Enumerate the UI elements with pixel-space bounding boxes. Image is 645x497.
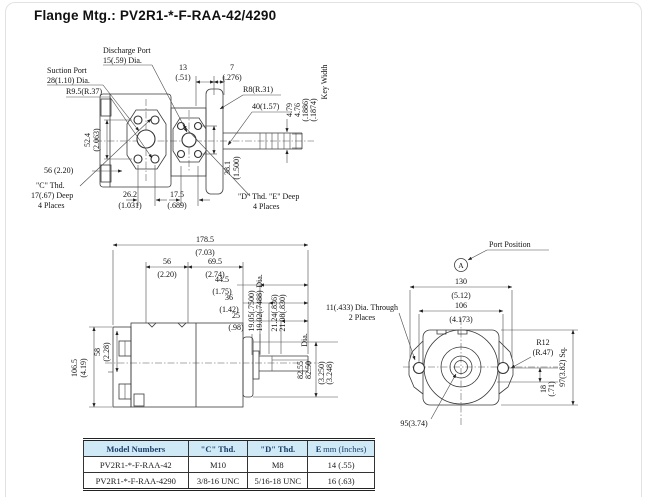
dim-36-in: (1.42)	[219, 305, 239, 314]
port-position-symbol: A	[458, 261, 464, 270]
dim-13-in: (.51)	[175, 73, 191, 82]
key-width-label: Key Width	[320, 65, 329, 100]
dimension-drawing: Discharge Port 15(.59) Dia. Suction Port…	[31, 46, 578, 428]
dim-56-side-in: (2.20)	[157, 270, 177, 279]
page-title: Flange Mtg.: PV2R1-*-F-RAA-42/4290	[34, 8, 277, 23]
cell-c-thd: M10	[187, 456, 249, 473]
dim-58-in: (2.28)	[102, 342, 111, 362]
dim-106-mm: 106	[455, 301, 467, 310]
dim-58-mm: 58	[93, 348, 102, 356]
header-c-thd: "C" Thd.	[187, 439, 249, 457]
dim-26-2-in: (1.031)	[118, 201, 142, 210]
key-width-mm-1: 4.79	[285, 103, 294, 117]
dim-178-5-mm: 178.5	[196, 235, 214, 244]
radius-lug-in: (R.47)	[533, 348, 554, 357]
cell-e: 16 (.63)	[307, 472, 375, 490]
dim-18-in: (.71)	[547, 381, 556, 397]
c-thd-line3: 4 Places	[38, 201, 64, 210]
radius-flange-label: R8(R.31)	[243, 85, 273, 94]
cell-d-thd: M8	[247, 456, 309, 473]
dim-130-in: (5.12)	[451, 291, 471, 300]
key-height-2: 21.08(.830)	[278, 294, 287, 332]
cell-model: PV2R1-*-F-RAA-4290	[83, 472, 189, 490]
through-holes-line2: 2 Places	[349, 313, 375, 322]
front-view: Discharge Port 15(.59) Dia. Suction Port…	[31, 46, 329, 211]
dim-26-2-mm: 26.2	[123, 190, 137, 199]
discharge-port-label: Discharge Port	[103, 46, 151, 55]
c-thd-line1: "C" Thd.	[36, 181, 65, 190]
pilot-dia-2: 82.50	[304, 361, 313, 379]
dim-69-5-in: (2.74)	[205, 270, 225, 279]
dim-25-mm: 25	[232, 311, 240, 320]
dim-52-4-mm: 52.4	[83, 133, 92, 147]
dim-7-in: (.276)	[222, 73, 242, 82]
d-thd-line1: "D" Thd. "E" Deep	[238, 192, 299, 201]
header-e-mm-inches: E mm (Inches)	[307, 439, 375, 457]
suction-port-dia: 28(1.10) Dia.	[47, 76, 90, 85]
port-position-label: Port Position	[489, 240, 531, 249]
radius-lug-mm: R12	[536, 338, 549, 347]
cell-d-thd: 5/16-18 UNC	[247, 472, 309, 490]
dim-106-5-in: (4.19)	[79, 358, 88, 378]
suction-port-label: Suction Port	[47, 66, 88, 75]
thread-dimension-table: Model Numbers "C" Thd. "D" Thd. E mm (In…	[83, 438, 375, 491]
table-row: PV2R1-*-F-RAA-42 M10 M8 14 (.55)	[83, 456, 375, 473]
dim-40-label: 40(1.57)	[252, 102, 280, 111]
pilot-dia-in-1: (3.250)	[317, 361, 326, 385]
side-view: 178.5 (7.03) 56 (2.20) 69.5 (2.74) 44.5 …	[70, 235, 338, 408]
c-thd-line2: 17(.67) Deep	[31, 191, 73, 200]
radius-suction-label: R9.5(R.37)	[66, 87, 102, 96]
dim-130-mm: 130	[455, 277, 467, 286]
key-width-mm-2: 4.76	[293, 103, 302, 117]
d-thd-line2: 4 Places	[253, 202, 279, 211]
pilot-dia-1: 82.55	[296, 361, 305, 379]
dim-44-5-mm: 44.5	[215, 275, 229, 284]
dim-13-mm: 13	[179, 63, 187, 72]
key-width-in-2: (.1874)	[309, 98, 318, 122]
key-width-in-1: (.1886)	[301, 98, 310, 122]
pilot-dia-in-2: (3.248)	[325, 361, 334, 385]
dim-36-mm: 36	[225, 293, 233, 302]
dim-7-mm: 7	[230, 63, 234, 72]
header-e-letter: E	[315, 443, 322, 454]
shaft-dia-label: Dia.	[255, 274, 264, 288]
table-row: PV2R1-*-F-RAA-4290 3/8-16 UNC 5/16-18 UN…	[83, 472, 375, 490]
dim-52-4-in: (2.063)	[92, 128, 101, 152]
port-position-symbol-circle	[454, 258, 468, 272]
dim-178-5-in: (7.03)	[195, 248, 215, 257]
dim-106-in: (4.173)	[449, 315, 473, 324]
dim-18-mm: 18	[539, 385, 548, 393]
shaft-dia-1: 19.05(.7500)	[247, 290, 256, 332]
rear-view: A Port Position 130 (5.12) 106 (4.173) 1…	[326, 240, 578, 428]
key-height-1: 21.24(.836)	[270, 294, 279, 332]
dim-38-1-in: (1.500)	[232, 156, 241, 180]
cell-c-thd: 3/8-16 UNC	[187, 472, 249, 490]
discharge-port-dia: 15(.59) Dia.	[103, 56, 142, 65]
dim-97-sq: 97(3.82) Sq.	[558, 347, 567, 387]
dim-38-1-mm: 38.1	[223, 161, 232, 175]
pilot-dia-label: Dia.	[300, 333, 309, 347]
table-header-row: Model Numbers "C" Thd. "D" Thd. E mm (In…	[83, 439, 375, 457]
dim-17-5-in: (.689)	[167, 201, 187, 210]
cell-e: 14 (.55)	[307, 456, 375, 473]
header-d-thd: "D" Thd.	[247, 439, 309, 457]
dim-106-5-mm: 106.5	[70, 359, 79, 377]
header-e-units: mm (Inches)	[323, 443, 367, 454]
through-holes-line1: 11(.433) Dia. Through	[326, 303, 398, 312]
cell-model: PV2R1-*-F-RAA-42	[83, 456, 189, 473]
dim-56-label: 56 (2.20)	[44, 166, 74, 175]
dim-25-in: (.98)	[228, 323, 244, 332]
dim-17-5-mm: 17.5	[170, 190, 184, 199]
dim-95: 95(3.74)	[400, 419, 428, 428]
dim-56-side-mm: 56	[163, 257, 171, 266]
dim-69-5-mm: 69.5	[208, 257, 222, 266]
dim-44-5-in: (1.75)	[212, 287, 232, 296]
header-model-numbers: Model Numbers	[83, 439, 189, 457]
page-border	[5, 2, 642, 497]
shaft-spline-hatch	[259, 133, 297, 149]
shaft-dia-2: 19.02(.7488)	[255, 290, 264, 332]
